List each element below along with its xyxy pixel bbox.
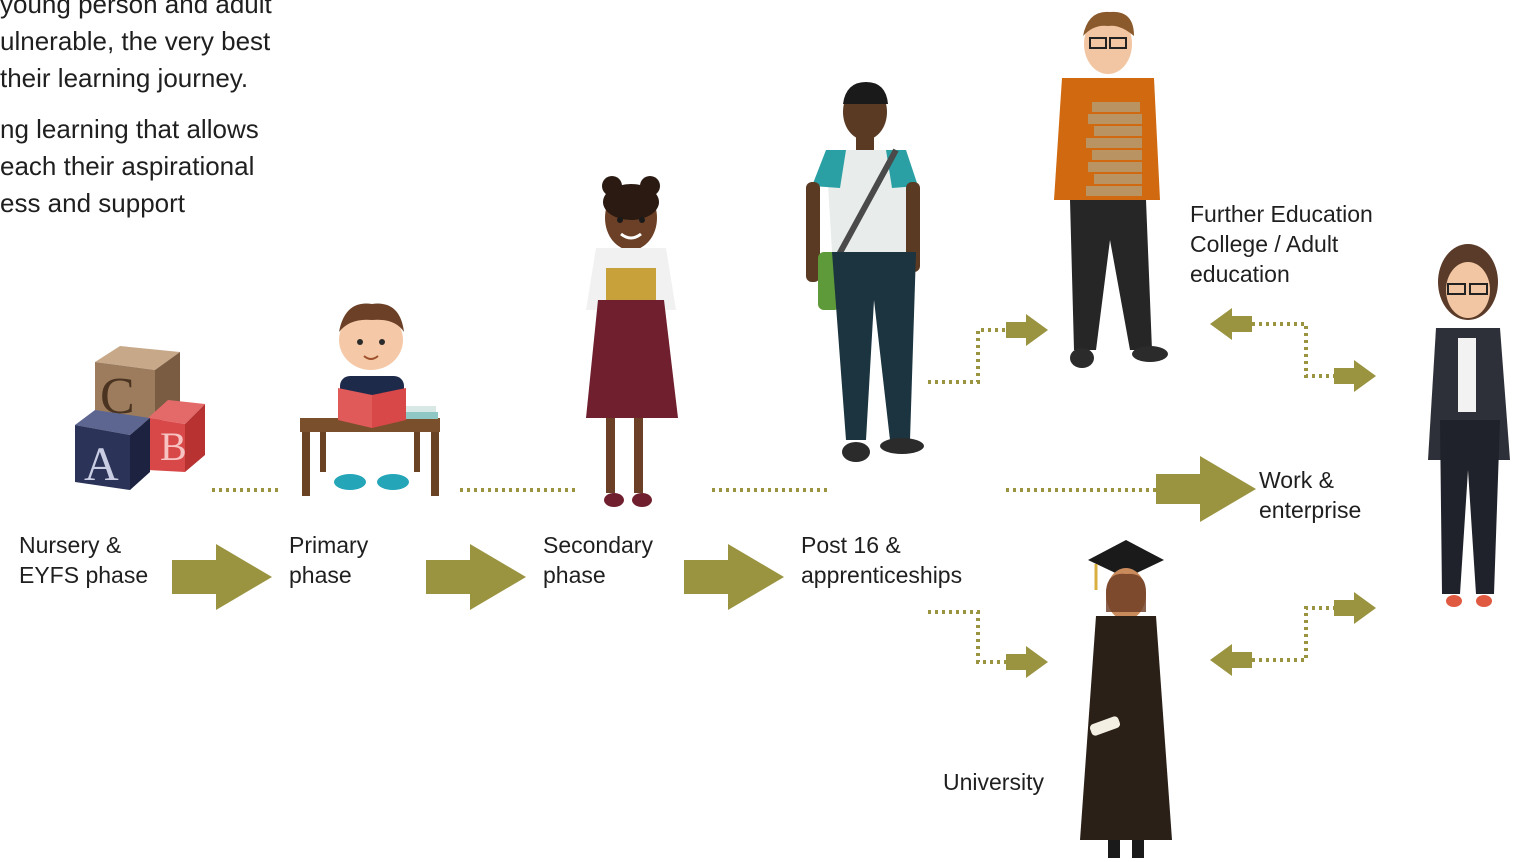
dotted-connectors [212, 322, 1334, 664]
graduate-icon [1080, 540, 1172, 858]
stage-label-line: Secondary [543, 532, 653, 558]
arrow-left-small [1210, 644, 1252, 676]
arrow-right-large [1156, 456, 1256, 522]
schoolgirl-icon [586, 176, 678, 507]
destination-label-university: University [943, 767, 1044, 797]
stage-label-post16: Post 16 & apprenticeships [801, 530, 962, 590]
intro-line: ess and support [0, 188, 186, 218]
stage-label-line: Primary [289, 532, 369, 558]
arrow-right-small [1006, 646, 1048, 678]
arrow-right-small [1334, 360, 1376, 392]
destination-label-line: University [943, 769, 1044, 795]
block-letter: B [160, 424, 187, 469]
intro-line: ulnerable, the very best [0, 26, 271, 56]
arrow-left-small [1210, 308, 1252, 340]
student-with-books-icon [1054, 11, 1168, 368]
stage-label-line: apprenticeships [801, 562, 963, 588]
stage-label-line: Nursery & [19, 532, 122, 558]
intro-line: each their aspirational [0, 151, 255, 181]
stage-label-nursery: Nursery & EYFS phase [19, 530, 148, 590]
intro-paragraph-1: young person and adult ulnerable, the ve… [0, 0, 340, 97]
destination-label-work: Work & enterprise [1259, 465, 1361, 525]
destination-label-line: Further Education [1190, 201, 1373, 227]
arrow-right [684, 544, 784, 610]
arrow-right-small [1334, 592, 1376, 624]
arrow-right [426, 544, 526, 610]
stage-label-secondary: Secondary phase [543, 530, 653, 590]
professional-woman-icon [1428, 244, 1510, 607]
stage-label-line: phase [289, 562, 352, 588]
arrow-right [172, 544, 272, 610]
intro-line: their learning journey. [0, 63, 249, 93]
child-at-desk-icon [300, 303, 440, 496]
connector-line [1252, 322, 1334, 378]
alphabet-blocks-icon: C B A [75, 346, 205, 491]
stage-label-primary: Primary phase [289, 530, 368, 590]
connector-line [928, 328, 1006, 384]
connector-line [928, 610, 1006, 664]
destination-label-line: Work & [1259, 467, 1334, 493]
teen-boy-icon [806, 82, 924, 462]
arrows [172, 308, 1376, 678]
intro-text: young person and adult ulnerable, the ve… [0, 0, 340, 236]
connector-line [1252, 606, 1334, 662]
arrow-right-small [1006, 314, 1048, 346]
stage-label-line: EYFS phase [19, 562, 149, 588]
destination-label-line: College / Adult [1190, 231, 1339, 257]
intro-line: young person and adult [0, 0, 272, 19]
destination-label-further-education: Further Education College / Adult educat… [1190, 199, 1373, 289]
intro-line: ng learning that allows [0, 114, 259, 144]
destination-label-line: education [1190, 261, 1290, 287]
stage-label-line: Post 16 & [801, 532, 901, 558]
intro-paragraph-2: ng learning that allows each their aspir… [0, 111, 340, 222]
destination-label-line: enterprise [1259, 497, 1362, 523]
stage-label-line: phase [543, 562, 606, 588]
block-letter: A [84, 438, 119, 491]
